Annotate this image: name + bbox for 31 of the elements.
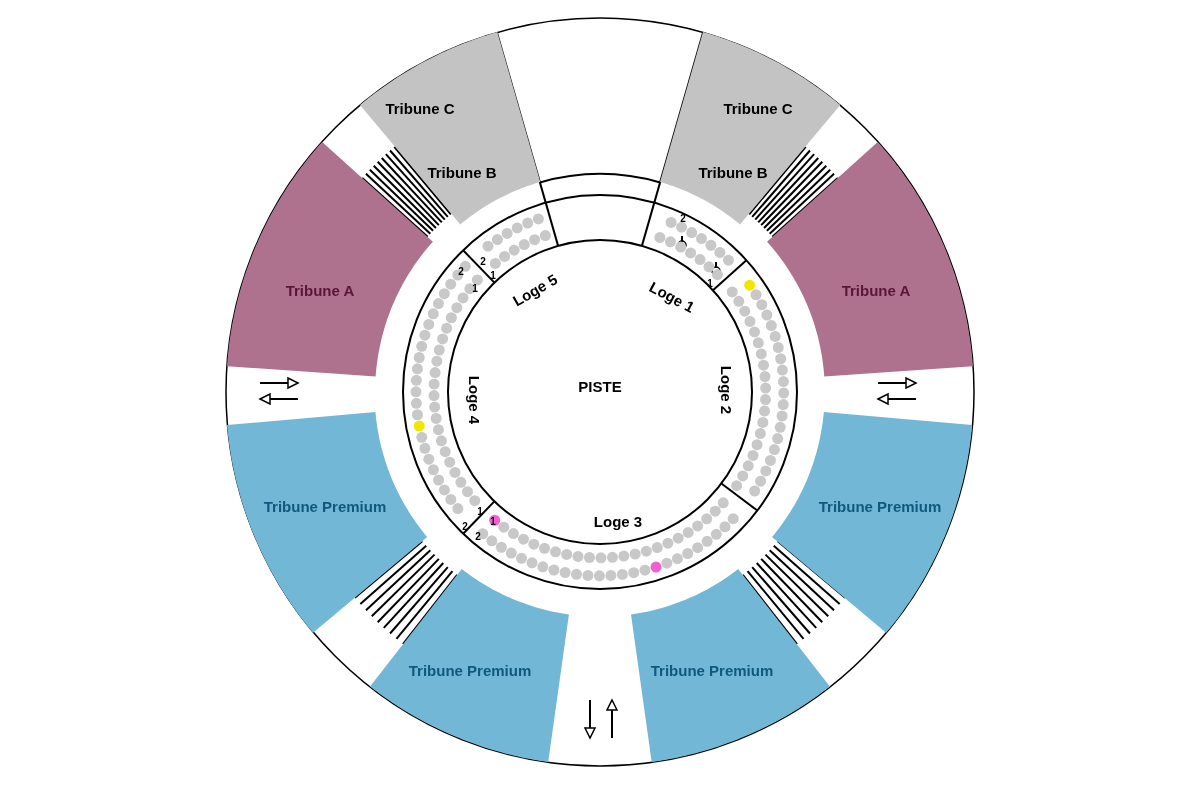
section-label: Tribune A — [285, 282, 355, 298]
section-label: Loge 1 — [647, 279, 697, 315]
grandstand-section — [660, 32, 841, 225]
grandstand-section — [767, 141, 974, 377]
row-number: 2 — [475, 532, 481, 542]
section-label: Tribune C — [385, 100, 455, 116]
row-number: 1 — [472, 284, 478, 294]
row-number: 1 — [490, 517, 496, 527]
row-number: 1 — [490, 271, 496, 281]
section-label: Loge 3 — [593, 513, 643, 529]
section-label: Tribune B — [698, 164, 768, 180]
arena-label: PISTE — [578, 378, 622, 394]
grandstand-section — [772, 411, 973, 633]
row-number: 2 — [680, 214, 686, 224]
grandstand-section — [359, 32, 540, 225]
section-label: Tribune B — [427, 164, 497, 180]
row-number: 2 — [458, 267, 464, 277]
section-label: Tribune Premium — [818, 498, 942, 514]
section-label: Tribune Premium — [263, 498, 387, 514]
row-number: 2 — [480, 257, 486, 267]
section-label: Tribune A — [841, 282, 911, 298]
row-number: 2 — [462, 522, 468, 532]
section-label: Tribune Premium — [650, 662, 774, 678]
grandstand-section — [631, 569, 831, 763]
section-label: Tribune C — [723, 100, 793, 116]
section-label: Loge 5 — [510, 271, 560, 309]
section-label: Loge 4 — [466, 375, 482, 425]
grandstand-section — [369, 569, 569, 763]
section-label: Loge 2 — [718, 365, 734, 415]
grandstand-section — [227, 411, 428, 633]
section-label: Tribune Premium — [408, 662, 532, 678]
